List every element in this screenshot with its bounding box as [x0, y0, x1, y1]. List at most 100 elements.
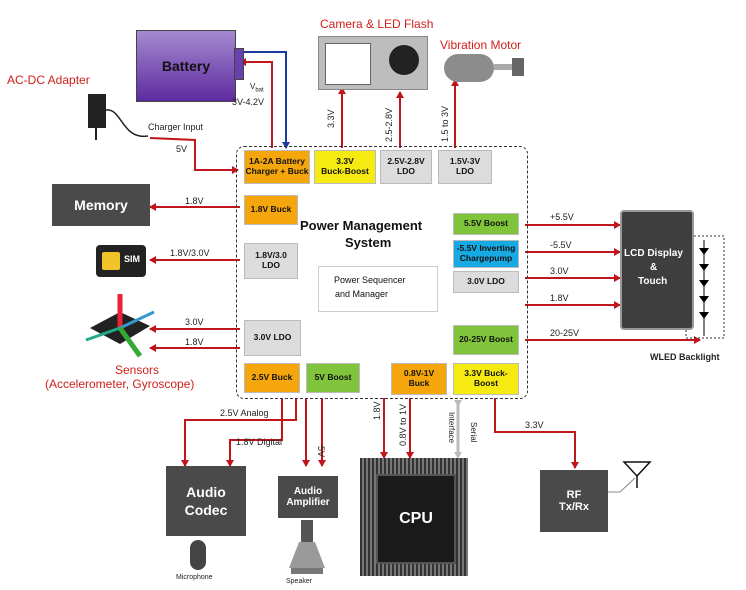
serial-label: Serial [469, 422, 478, 443]
sensors-title: Sensors [115, 363, 160, 377]
vbat-subscript: bat [255, 87, 264, 94]
rf-block: RF Tx/Rx [540, 470, 608, 532]
ldo-18-30-line2: LDO [262, 260, 280, 270]
amp-5v-label: 5V [316, 446, 326, 458]
ldo-30-right-label: 3.0V LDO [467, 276, 505, 287]
boost-20-25-label: 20-25V Boost [459, 334, 513, 345]
buck-18-block: 1.8V Buck [244, 195, 298, 225]
microphone-icon [190, 540, 206, 570]
lcd-m55-label: -5.5V [550, 240, 572, 250]
lcd-30-label: 3.0V [550, 266, 569, 276]
sim-card-icon: SIM [96, 245, 146, 277]
buck-boost-33-line1: 3.3V [336, 156, 354, 167]
buck-boost-33-bottom-line1: 3.3V Buck- [464, 368, 508, 379]
microphone-label: Microphone [176, 574, 213, 581]
buck-boost-33-bottom-block: 3.3V Buck- Boost [453, 363, 519, 395]
buck-boost-33-line2: Buck-Boost [321, 166, 369, 176]
cpu-18-label: 1.8V [372, 401, 382, 420]
buck-08-1-line2: Buck [408, 378, 430, 388]
buck-boost-33-bottom-line2: Boost [473, 378, 499, 388]
speaker-icon [289, 520, 325, 574]
sensors-subtitle: (Accelerometer, Gyroscope) [45, 377, 195, 391]
cpu-block: CPU [376, 474, 456, 564]
buck-08-1-line1: 0.8V-1V [403, 368, 435, 379]
adapter-5v-label: 5V [176, 144, 188, 154]
cpu-08-label: 0.8V to 1V [398, 403, 408, 446]
buck-18-label: 1.8V Buck [250, 204, 292, 215]
inverting-chargepump-line1: -5.5V Inverting [456, 243, 516, 254]
ldo-25-28-line2: LDO [397, 166, 415, 176]
pms-title-line1: Power Management [300, 218, 423, 233]
wled-voltage-label: 20-25V [550, 328, 580, 338]
lcd-label-line2: & [650, 262, 658, 273]
ldo-25-28-line1: 2.5V-2.8V [387, 156, 425, 167]
power-sequencer-line1: Power Sequencer [334, 275, 406, 285]
camera-lens [389, 45, 419, 75]
ldo-b-voltage-label: 1.5 to 3V [440, 105, 450, 142]
ldo-15-3-block: 1.5V-3V LDO [438, 150, 492, 184]
audio-amplifier-line2: Amplifier [286, 497, 330, 508]
charger-input-label: Charger Input [148, 122, 204, 132]
lcd-label-line1: LCD Display [624, 248, 683, 259]
boost-5-block: 5V Boost [306, 363, 360, 393]
ldo-18-30-block: 1.8V/3.0 LDO [244, 243, 298, 279]
ldo-30-left-block: 3.0V LDO [244, 320, 301, 356]
cpu-label: CPU [399, 510, 433, 527]
lcd-label-line3: Touch [638, 276, 668, 287]
power-sequencer-line2: and Manager [335, 289, 389, 299]
lcd-p55-label: +5.5V [550, 212, 574, 222]
inverting-chargepump-block: -5.5V Inverting Chargepump [453, 240, 519, 268]
vibration-motor-title: Vibration Motor [440, 38, 522, 52]
boost-5-label: 5V Boost [314, 372, 352, 383]
wled-title: WLED Backlight [650, 352, 720, 362]
boost-55-label: 5.5V Boost [464, 218, 508, 229]
led-window [325, 43, 371, 85]
sensor-18-label: 1.8V [185, 337, 204, 347]
speaker-label: Speaker [286, 578, 313, 585]
ldo-25-28-block: 2.5V-2.8V LDO [380, 150, 432, 184]
audio-codec-line2: Codec [184, 502, 228, 518]
antenna-icon [622, 461, 652, 488]
rf-line2: Tx/Rx [559, 501, 589, 513]
ldo-15-3-line2: LDO [456, 166, 474, 176]
pms-title-line2: System [345, 235, 392, 250]
charger-buck-line2: Charger + Buck [245, 166, 309, 176]
boost-55-block: 5.5V Boost [453, 213, 519, 235]
ac-dc-adapter-title: AC-DC Adapter [7, 73, 90, 87]
power-sequencer-box [318, 266, 438, 312]
buck-25-block: 2.5V Buck [244, 363, 300, 393]
power-management-system-frame [236, 146, 528, 399]
ac-dc-adapter-icon [88, 94, 149, 140]
rf-33-label: 3.3V [525, 420, 544, 430]
sensor-chip-icon [85, 294, 155, 358]
codec-25-label: 2.5V Analog [220, 408, 269, 418]
ldo-15-3-line1: 1.5V-3V [449, 156, 481, 167]
camera-led-icon [318, 36, 428, 90]
audio-amplifier-line1: Audio [293, 486, 323, 497]
inverting-chargepump-line2: Chargepump [459, 253, 513, 263]
buck-08-1-block: 0.8V-1V Buck [391, 363, 447, 395]
lcd-18-label: 1.8V [550, 293, 569, 303]
battery-terminal [234, 48, 244, 80]
audio-amplifier-block: Audio Amplifier [278, 476, 338, 518]
ldo-30-left-label: 3.0V LDO [253, 332, 292, 343]
battery-block: Battery [136, 30, 236, 102]
codec-18-label: 1.8V Digital [236, 437, 283, 447]
camera-voltage-label: 3.3V [326, 109, 336, 128]
sensor-30-label: 3.0V [185, 317, 204, 327]
audio-codec-block: Audio Codec [166, 466, 246, 536]
memory-block: Memory [52, 184, 150, 226]
camera-title: Camera & LED Flash [320, 17, 434, 31]
audio-codec-line1: Audio [186, 483, 226, 500]
rf-line1: RF [566, 489, 582, 501]
buck-25-label: 2.5V Buck [251, 372, 293, 383]
vbat-range-label: 3V-4.2V [232, 97, 265, 107]
ldo-18-30-line1: 1.8V/3.0 [255, 250, 287, 261]
charger-buck-block: 1A-2A Battery Charger + Buck [244, 150, 310, 184]
sim-chip [102, 252, 120, 270]
sim-voltage-label: 1.8V/3.0V [170, 248, 210, 258]
ldo-a-voltage-label: 2.5-2.8V [384, 107, 394, 142]
memory-label: Memory [74, 197, 128, 213]
lcd-display-block [620, 210, 694, 330]
